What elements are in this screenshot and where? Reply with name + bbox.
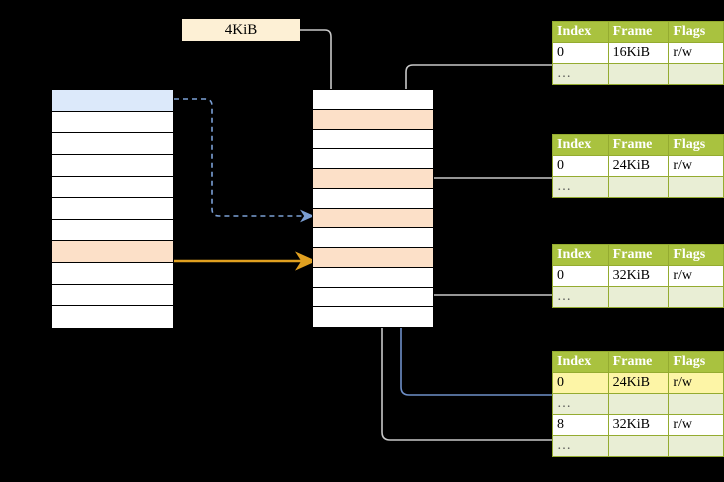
cell-index: 0: [552, 265, 609, 287]
memory-row: [313, 248, 433, 268]
pt4-row0-connector: [394, 218, 552, 396]
memory-row: [52, 133, 173, 155]
memory-row: [313, 188, 433, 209]
memory-row: [52, 198, 173, 220]
cell-flags: r/w: [668, 372, 724, 394]
cell-frame: [607, 435, 670, 457]
memory-row: [313, 228, 433, 248]
cell-flags: r/w: [668, 42, 724, 64]
column-header-frame: Frame: [607, 351, 670, 373]
cell-frame: 24KiB: [607, 372, 670, 394]
pt4-row8-connector: [375, 264, 552, 441]
memory-row: [52, 154, 173, 177]
memory-row: [52, 306, 173, 328]
size-label: 4KiB: [182, 19, 300, 41]
memory-row: [313, 267, 433, 288]
cell-index: 8: [552, 414, 609, 436]
memory-row: [313, 307, 433, 327]
cell-index: 0: [552, 42, 609, 64]
column-header-index: Index: [552, 134, 609, 156]
table-row[interactable]: …: [552, 176, 724, 198]
memory-row: [52, 241, 173, 263]
column-header-index: Index: [552, 244, 609, 266]
column-header-flags: Flags: [668, 244, 724, 266]
memory-row: [52, 176, 173, 199]
cell-frame: 16KiB: [607, 42, 670, 64]
column-header-flags: Flags: [668, 21, 724, 43]
memory-row: [52, 111, 173, 134]
cell-frame: 24KiB: [607, 155, 670, 177]
cell-flags: r/w: [668, 265, 724, 287]
cell-frame: [607, 286, 670, 308]
table-row[interactable]: …: [552, 286, 724, 308]
pt1-connector: [399, 64, 552, 178]
column-header-flags: Flags: [668, 134, 724, 156]
virtual-address-space-column: [51, 89, 174, 329]
memory-row: [52, 219, 173, 242]
column-header-index: Index: [552, 21, 609, 43]
memory-row: [313, 149, 433, 169]
cell-flags: r/w: [668, 155, 724, 177]
cell-flags: [668, 393, 724, 415]
table-row[interactable]: …: [552, 63, 724, 85]
cell-index: …: [552, 393, 609, 415]
column-header-index: Index: [552, 351, 609, 373]
cell-index: …: [552, 176, 609, 198]
cell-frame: [607, 393, 670, 415]
physical-address-space-column: [312, 89, 434, 328]
blue-dashed-arrow: [174, 98, 315, 223]
memory-row: [52, 284, 173, 307]
memory-row: [313, 287, 433, 308]
cell-index: 0: [552, 155, 609, 177]
table-row[interactable]: …: [552, 393, 724, 415]
memory-row: [313, 208, 433, 229]
cell-index: 0: [552, 372, 609, 394]
cell-flags: [668, 435, 724, 457]
memory-row: [313, 90, 433, 110]
size-label-connector: [300, 29, 338, 118]
table-row[interactable]: …: [552, 435, 724, 457]
cell-index: …: [552, 435, 609, 457]
memory-row: [52, 263, 173, 285]
cell-frame: [607, 63, 670, 85]
cell-frame: 32KiB: [607, 414, 670, 436]
column-header-frame: Frame: [607, 244, 670, 266]
memory-row: [313, 169, 433, 189]
cell-index: …: [552, 286, 609, 308]
pt2-connector: [414, 177, 552, 216]
memory-row: [313, 129, 433, 150]
cell-index: …: [552, 63, 609, 85]
column-header-frame: Frame: [607, 21, 670, 43]
cell-frame: 32KiB: [607, 265, 670, 287]
memory-row: [52, 90, 173, 112]
column-header-flags: Flags: [668, 351, 724, 373]
cell-frame: [607, 176, 670, 198]
cell-flags: r/w: [668, 414, 724, 436]
column-header-frame: Frame: [607, 134, 670, 156]
cell-flags: [668, 63, 724, 85]
cell-flags: [668, 176, 724, 198]
cell-flags: [668, 286, 724, 308]
pt3-connector: [414, 264, 552, 296]
memory-row: [313, 109, 433, 130]
